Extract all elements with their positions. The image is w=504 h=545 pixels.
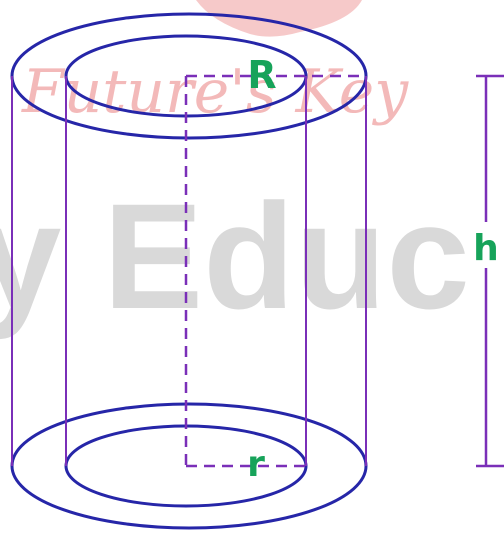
outer-radius-label: R — [247, 53, 276, 97]
watermark-block-text: y Educ — [0, 172, 470, 340]
inner-radius-label: r — [247, 444, 265, 485]
watermark-blob — [196, 0, 362, 37]
dashed-guides — [184, 74, 366, 468]
watermark: Future's Key y Educ — [0, 0, 470, 340]
height-dimension — [476, 74, 504, 468]
watermark-script-text: Future's Key — [21, 57, 409, 127]
height-label: h — [473, 228, 499, 269]
cylinder-sides — [11, 76, 367, 466]
height-label-backdrop — [468, 222, 504, 268]
